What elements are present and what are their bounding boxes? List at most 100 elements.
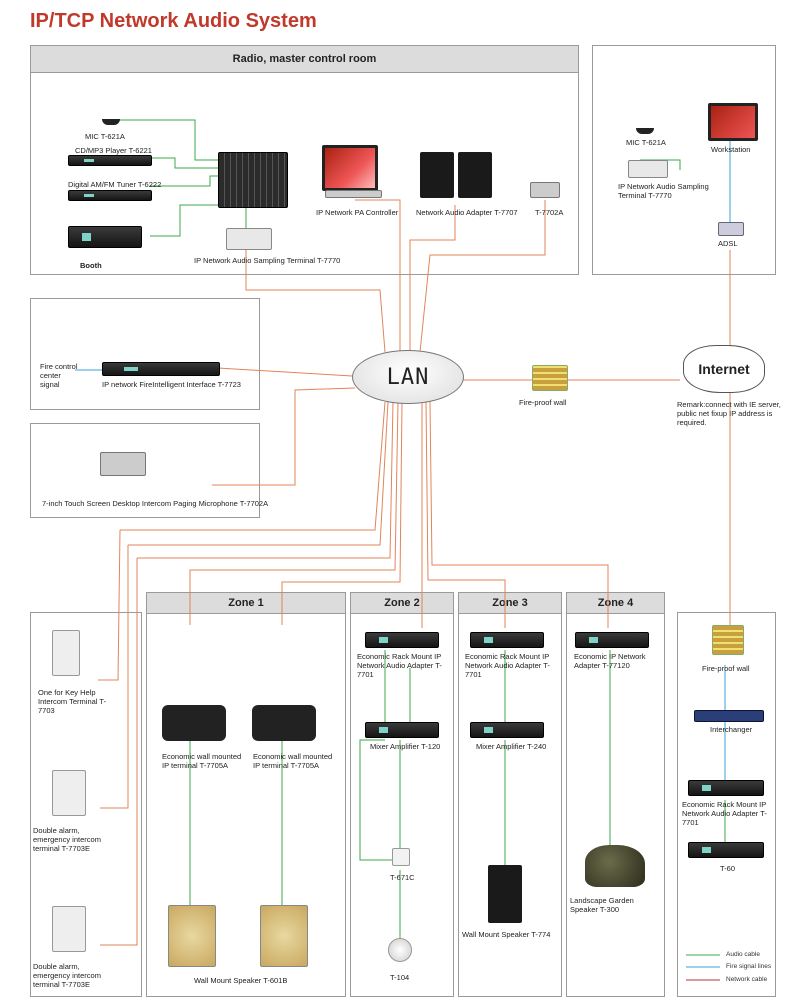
- t7703e-a-label: Double alarm, emergency intercom termina…: [33, 826, 101, 853]
- t7703e-a-terminal: [52, 770, 86, 816]
- net-adapter: [409, 205, 456, 352]
- lan-hub: LAN: [352, 350, 464, 404]
- network-cables: [98, 199, 731, 946]
- remote-mic-icon: [636, 100, 654, 134]
- remote-sampling-label: IP Network Audio Sampling Terminal T-777…: [618, 182, 709, 200]
- zone3-header: Zone 3: [458, 592, 562, 614]
- paging-mic: [100, 452, 146, 476]
- right-amp-label: T-60: [720, 864, 736, 873]
- left-column-box: [30, 612, 142, 997]
- t7703-terminal: [52, 630, 80, 676]
- zone1-speaker-label: Wall Mount Speaker T-601B: [194, 976, 288, 985]
- fire-signal-label: Fire control center signal: [40, 362, 78, 389]
- zone1-terminal-a-label: Economic wall mounted IP terminal T-7705…: [162, 752, 242, 770]
- switch-label: Interchanger: [710, 725, 753, 734]
- zone4-adapter-label: Economic IP Network Adapter T-77120: [574, 652, 646, 670]
- internet-cloud: Internet: [683, 345, 765, 393]
- booth-deck: [68, 226, 142, 248]
- zone3-adapter-label: Economic Rack Mount IP Network Audio Ada…: [465, 652, 550, 679]
- pc-label: IP Network PA Controller: [316, 208, 399, 217]
- firewall-label: Fire-proof wall: [519, 398, 567, 407]
- remote-sampling: [628, 160, 668, 178]
- zone3-amp-label: Mixer Amplifier T-240: [476, 742, 547, 751]
- right-firewall-icon: [712, 625, 744, 655]
- net-left2b: [128, 401, 389, 546]
- remote-mic-label: MIC T-621A: [626, 138, 666, 147]
- zone1-speaker-b: [260, 905, 308, 967]
- fire-interface-label: IP network FireIntelligent Interface T-7…: [102, 380, 241, 389]
- t7702-label: T-7702A: [535, 208, 564, 217]
- zone2-ceiling-label: T-104: [390, 973, 410, 982]
- net-left3b: [137, 401, 394, 559]
- net-left2: [100, 545, 129, 809]
- fire-interface: [102, 362, 220, 376]
- paging-label: 7-inch Touch Screen Desktop Intercom Pag…: [42, 499, 269, 508]
- tuner-label: Digital AM/FM Tuner T-6222: [68, 180, 162, 189]
- right-amp: [688, 842, 764, 858]
- fire-signal-lines: [75, 129, 731, 780]
- zone2-box: [350, 612, 454, 997]
- ceiling-speaker-icon: [388, 938, 412, 962]
- legend-audio: Audio cable: [726, 951, 760, 958]
- legend-network: Network cable: [726, 976, 768, 983]
- remote-box: [592, 45, 776, 275]
- volume-control-icon: [392, 848, 410, 866]
- zone2-adapter-label: Economic Rack Mount IP Network Audio Ada…: [357, 652, 442, 679]
- laptop-icon: [708, 103, 758, 141]
- zone4-speaker-label: Landscape Garden Speaker T-300: [570, 896, 634, 914]
- zone4-box: [566, 612, 665, 997]
- zone1-terminal-a: [162, 705, 226, 741]
- zone3-amp: [470, 722, 544, 738]
- paging-box: [30, 423, 260, 518]
- net-sampling: [245, 250, 386, 353]
- mic-icon: [102, 95, 120, 125]
- switch-icon: [694, 710, 764, 722]
- cd-player: [68, 155, 152, 166]
- workstation-label: Workstation: [711, 145, 751, 154]
- zone2-amp: [365, 722, 439, 738]
- zone1-speaker-a: [168, 905, 216, 967]
- firewall-icon: [532, 365, 568, 391]
- zone2-header: Zone 2: [350, 592, 454, 614]
- net-zone1b: [281, 401, 403, 625]
- pc-monitor: [322, 145, 378, 191]
- tuner: [68, 190, 152, 201]
- t7703e-b-terminal: [52, 906, 86, 952]
- rock-speaker: [585, 845, 645, 887]
- adapter-label: Network Audio Adapter T-7707: [416, 208, 518, 217]
- page-title: IP/TCP Network Audio System: [30, 10, 317, 32]
- booth-label: Booth: [80, 261, 102, 270]
- zone3-speaker: [488, 865, 522, 923]
- net-pc: [355, 199, 401, 352]
- zone2-adapter: [365, 632, 439, 648]
- zone2-volume-label: T-671C: [390, 873, 415, 882]
- zone4-adapter: [575, 632, 649, 648]
- router-icon: [718, 222, 744, 236]
- t7703-label: One for Key Help Intercom Terminal T-770…: [38, 688, 107, 715]
- net-zone3: [425, 401, 506, 628]
- legend-fire: Fire signal lines: [726, 963, 772, 970]
- right-adapter-label: Economic Rack Mount IP Network Audio Ada…: [682, 800, 767, 827]
- zone1-terminal-b: [252, 705, 316, 741]
- net-zone4: [429, 401, 609, 628]
- zone1-header: Zone 1: [146, 592, 346, 614]
- speaker-right-icon: [458, 152, 492, 198]
- speaker-left-icon: [420, 152, 454, 198]
- sampling-label: IP Network Audio Sampling Terminal T-777…: [194, 256, 341, 265]
- zone4-header: Zone 4: [566, 592, 665, 614]
- adsl-label: ADSL: [718, 239, 738, 248]
- zone3-speaker-label: Wall Mount Speaker T-774: [462, 930, 551, 939]
- cd-label: CD/MP3 Player T-6221: [75, 146, 152, 155]
- net-left1b: [120, 401, 386, 531]
- remark: Remark:connect with IE server, public ne…: [677, 400, 781, 427]
- right-adapter: [688, 780, 764, 796]
- net-t7702: [419, 200, 546, 353]
- fire-box: [30, 298, 260, 410]
- net-fire: [217, 367, 353, 377]
- mixer-console: [218, 152, 288, 208]
- t7703e-b-label: Double alarm, emergency intercom termina…: [33, 962, 101, 989]
- zone1-terminal-b-label: Economic wall mounted IP terminal T-7705…: [253, 752, 333, 770]
- right-firewall-label: Fire-proof wall: [702, 664, 750, 673]
- t7702-device: [530, 182, 560, 198]
- net-left1: [98, 529, 121, 681]
